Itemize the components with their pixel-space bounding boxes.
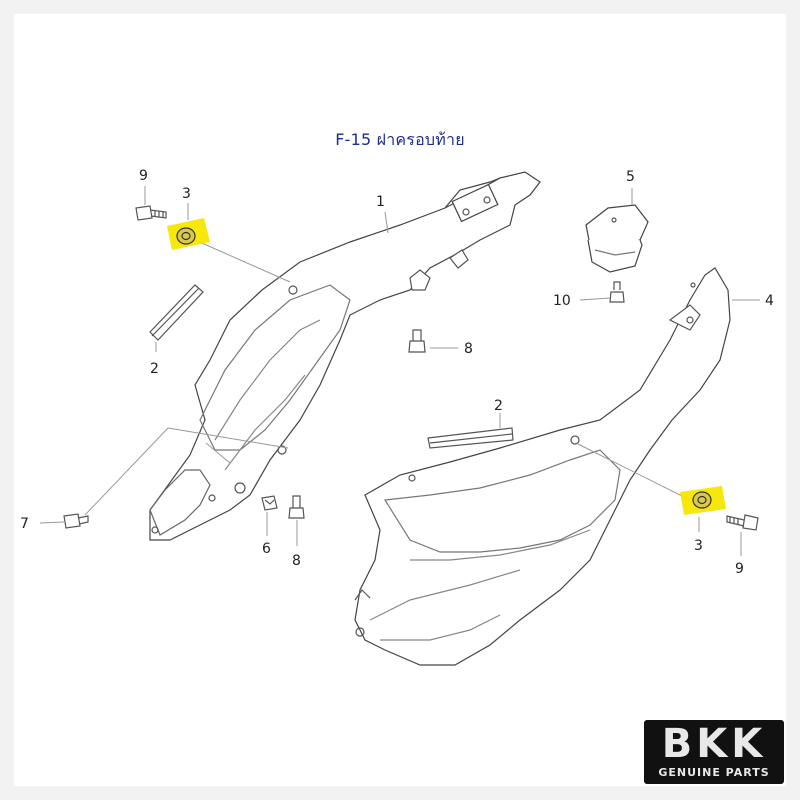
callout-8-lower: 8 [292,553,301,569]
screw-9-right [726,514,759,531]
clip-6 [261,495,278,511]
right-side-cover [354,267,731,666]
callout-1: 1 [376,194,385,210]
screw-9-left [135,205,167,221]
callout-6: 6 [262,541,271,557]
collars [176,227,712,509]
leader-lines [39,186,760,556]
callout-9-left: 9 [139,168,148,184]
callout-2-right: 2 [494,398,503,414]
reflector-part [585,204,649,273]
screw-7 [63,513,89,529]
callout-9-right: 9 [735,561,744,577]
callout-8-upper: 8 [464,341,473,357]
callout-7: 7 [20,516,29,532]
collar-3-left [176,227,196,245]
screw-8-lower [288,495,305,519]
logo-wordmark: BKK [661,721,767,767]
callout-2-left: 2 [150,361,159,377]
bkk-logo: BKK GENUINE PARTS [644,720,784,784]
callout-3-right: 3 [694,538,703,554]
screw-8-upper [408,329,426,353]
callout-3-left: 3 [182,186,191,202]
collar-3-right [692,491,712,509]
screw-10 [609,281,625,303]
callout-4: 4 [765,293,774,309]
left-trim-strip [149,284,204,341]
callout-10: 10 [553,293,571,309]
right-trim-strip [427,427,514,449]
logo-tagline: GENUINE PARTS [658,766,770,779]
left-side-cover [149,171,541,541]
diagram-title: F-15 ฝาครอบท้าย [335,130,465,149]
callout-5: 5 [626,169,635,185]
